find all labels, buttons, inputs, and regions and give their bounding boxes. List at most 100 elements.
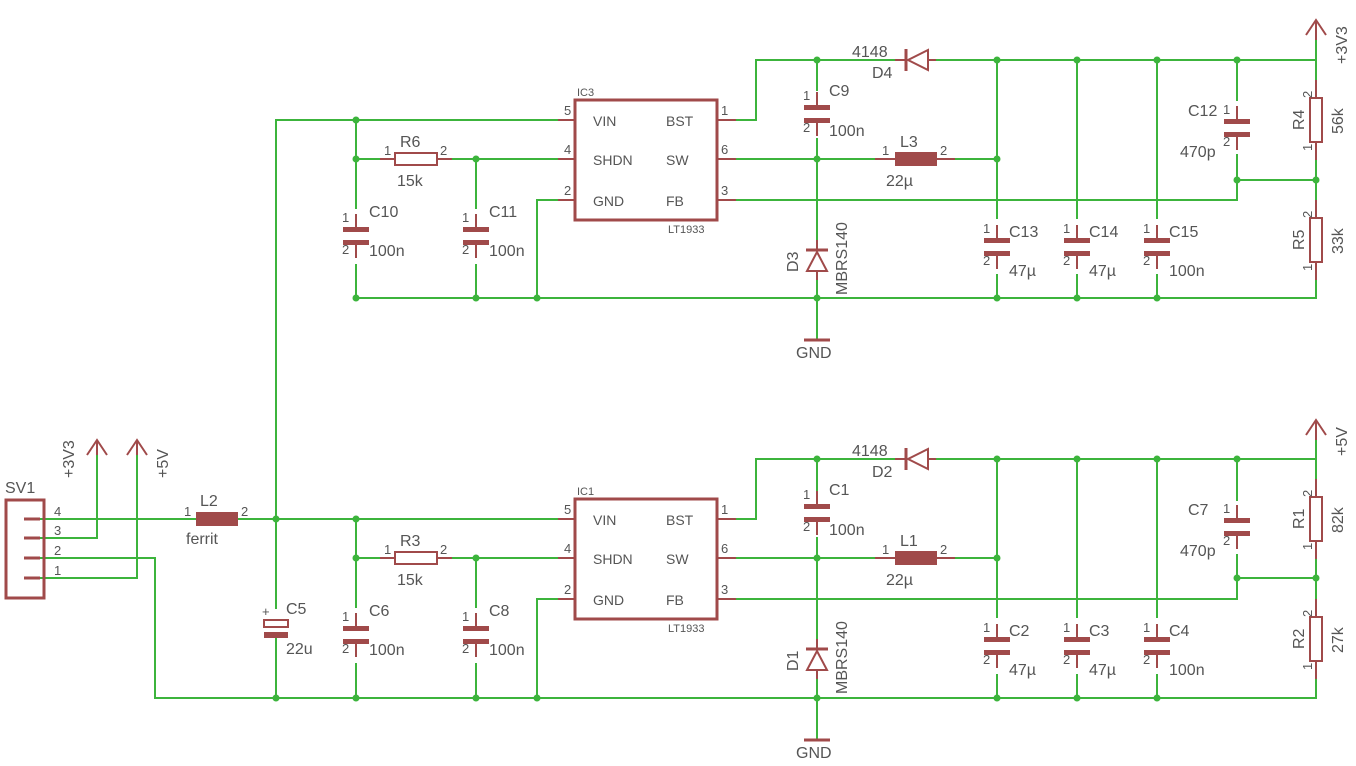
c_in2-name: C8 — [489, 603, 510, 620]
svg-text:6: 6 — [721, 541, 728, 556]
svg-text:2: 2 — [983, 652, 990, 667]
c_out2-name: C3 — [1089, 623, 1110, 640]
svg-text:1: 1 — [803, 487, 810, 502]
c_ff-name: C12 — [1188, 103, 1217, 120]
d-sw-value: MBRS140 — [834, 222, 851, 295]
svg-text:4: 4 — [564, 541, 571, 556]
svg-text:2: 2 — [1143, 652, 1150, 667]
capacitor-c5[interactable]: + C5 22u — [262, 601, 313, 658]
ic-name: IC1 — [577, 486, 594, 498]
svg-text:2: 2 — [462, 641, 469, 656]
c_bst-name: C1 — [829, 482, 850, 499]
r_top-name: R1 — [1291, 508, 1308, 529]
c_ff-name: C7 — [1188, 502, 1209, 519]
svg-text:1: 1 — [462, 210, 469, 225]
svg-text:1: 1 — [1143, 620, 1150, 635]
svg-text:1: 1 — [342, 609, 349, 624]
ind-name: L1 — [900, 533, 918, 550]
svg-text:2: 2 — [1300, 91, 1315, 98]
svg-text:GND: GND — [796, 745, 832, 762]
supply-arrow-5v-bottom: +5V — [1305, 418, 1351, 456]
svg-text:2: 2 — [1143, 253, 1150, 268]
ic-pin-bst: BST — [666, 113, 694, 129]
r_bot-value: 27k — [1330, 626, 1347, 653]
svg-text:1: 1 — [384, 542, 391, 557]
ic-pin-gnd: GND — [593, 193, 624, 209]
connector-sv1[interactable]: SV1 4 3 2 1 — [4, 480, 61, 600]
c_out1-value: 47µ — [1009, 662, 1036, 679]
svg-text:1: 1 — [184, 504, 191, 519]
svg-text:1: 1 — [803, 88, 810, 103]
svg-text:2: 2 — [440, 542, 447, 557]
c_out3-value: 100n — [1169, 662, 1205, 679]
ferrite-l2[interactable]: L2 ferrit 1 2 — [184, 493, 248, 548]
svg-text:2: 2 — [440, 143, 447, 158]
svg-text:2: 2 — [462, 242, 469, 257]
c_in2-value: 100n — [489, 642, 525, 659]
svg-text:1: 1 — [1223, 501, 1230, 516]
r_top-value: 56k — [1330, 107, 1347, 134]
r-shdn-name: R3 — [400, 533, 421, 550]
c_out2-name: C14 — [1089, 224, 1118, 241]
svg-text:1: 1 — [983, 221, 990, 236]
svg-text:2: 2 — [1223, 134, 1230, 149]
d-bst-value: 4148 — [852, 443, 888, 460]
ic-device: LT1933 — [668, 623, 705, 635]
capacitor-c_out3[interactable]: C4 100n 1 2 — [1143, 620, 1205, 679]
c_out1-name: C13 — [1009, 224, 1038, 241]
svg-text:6: 6 — [721, 142, 728, 157]
c_in2-name: C11 — [489, 204, 517, 221]
svg-text:2: 2 — [940, 542, 947, 557]
c_out3-name: C15 — [1169, 224, 1198, 241]
svg-text:2: 2 — [1300, 490, 1315, 497]
ic-pin-vin: VIN — [593, 113, 616, 129]
svg-text:1: 1 — [1063, 620, 1070, 635]
connector-name: SV1 — [5, 480, 35, 497]
svg-text:+5V: +5V — [1334, 427, 1351, 456]
svg-text:2: 2 — [803, 120, 810, 135]
gnd-symbol-bottom: GND — [796, 738, 832, 762]
svg-text:1: 1 — [1223, 102, 1230, 117]
ind-value: 22µ — [886, 572, 913, 589]
c_in1-name: C6 — [369, 603, 390, 620]
d-bst-name: D4 — [872, 65, 893, 82]
c_out1-value: 47µ — [1009, 263, 1036, 280]
ic-pin-fb: FB — [666, 193, 684, 209]
r-shdn-value: 15k — [397, 173, 424, 190]
svg-text:1: 1 — [721, 103, 728, 118]
svg-text:2: 2 — [241, 504, 248, 519]
supply-arrow-5v-input: +5V — [126, 438, 172, 478]
c_out3-name: C4 — [1169, 623, 1190, 640]
supply-arrow-3v3-input: +3V3 — [61, 438, 108, 478]
ic-pin-gnd: GND — [593, 592, 624, 608]
ferrite-name: L2 — [200, 493, 218, 510]
svg-text:5: 5 — [564, 103, 571, 118]
